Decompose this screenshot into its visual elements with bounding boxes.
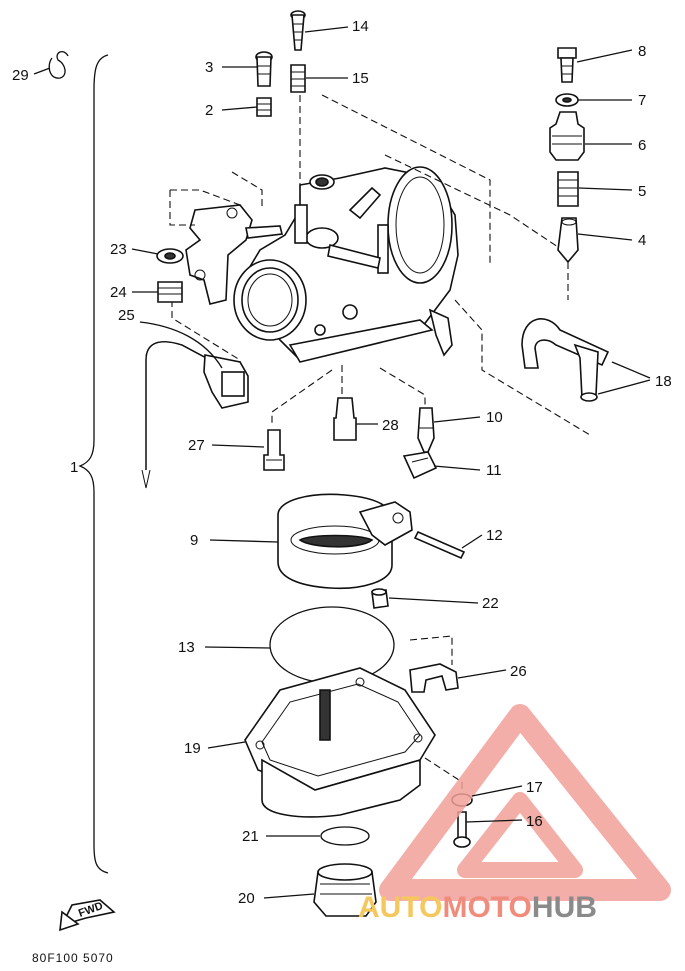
callout-14: 14	[352, 18, 369, 35]
part-18-hose	[521, 318, 610, 402]
callout-16: 16	[526, 813, 543, 830]
part-7-washer	[555, 93, 579, 107]
callout-7: 7	[638, 92, 646, 109]
callout-19: 19	[184, 740, 201, 757]
callout-17: 17	[526, 779, 543, 796]
part-22-plug	[371, 588, 389, 609]
callout-11: 11	[486, 462, 502, 479]
part-29-clip	[48, 51, 69, 79]
part-13-gasket	[269, 606, 395, 684]
part-23-cap	[156, 248, 184, 264]
part-14-screw	[290, 10, 306, 51]
part-9-float	[277, 493, 413, 590]
part-21-o-ring	[320, 826, 370, 846]
watermark-moto: MOTO	[442, 891, 531, 924]
callout-27: 27	[188, 437, 205, 454]
part-3-screw	[255, 51, 273, 87]
part-15-spring	[290, 64, 306, 93]
part-26-bracket	[409, 663, 459, 693]
carburetor-body	[233, 166, 459, 363]
watermark-hub: HUB	[532, 891, 597, 924]
callout-25: 25	[118, 307, 135, 324]
callout-26: 26	[510, 663, 527, 680]
part-24-spring	[157, 281, 183, 303]
part-16-screw	[453, 811, 471, 848]
part-6-valve-seat	[549, 111, 585, 161]
part-19-float-bowl	[244, 667, 436, 818]
callout-12: 12	[486, 527, 503, 544]
part-20-drain-plug	[313, 863, 377, 917]
part-4-needle	[557, 217, 579, 264]
callout-22: 22	[482, 595, 499, 612]
watermark-logo	[379, 704, 671, 901]
part-2-spring	[256, 97, 272, 117]
callout-8: 8	[638, 43, 646, 60]
callout-24: 24	[110, 284, 127, 301]
part-11-clip	[402, 451, 438, 480]
callout-4: 4	[638, 232, 646, 249]
part-27-jet	[263, 429, 285, 471]
callout-29: 29	[12, 67, 29, 84]
callouts: 14 15 3 2 8 7 6 5 4 18 29 23	[12, 18, 672, 907]
watermark-text: AUTOMOTOHUB	[358, 891, 597, 924]
fwd-arrow: FWD	[59, 899, 116, 932]
drawing-code: 80F100 5070	[32, 951, 114, 965]
callout-2: 2	[205, 102, 213, 119]
callout-3: 3	[205, 59, 213, 76]
part-25-heater-wire	[141, 341, 249, 489]
callout-5: 5	[638, 183, 646, 200]
choke-bracket	[185, 204, 283, 305]
part-10-needle-valve	[417, 407, 435, 453]
callout-18: 18	[655, 373, 672, 390]
watermark-auto: AUTO	[358, 891, 442, 924]
callout-13: 13	[178, 639, 195, 656]
part-5-spring	[557, 171, 579, 207]
callout-15: 15	[352, 70, 369, 87]
callout-28: 28	[382, 417, 399, 434]
assembly-bracket	[78, 54, 109, 874]
callout-6: 6	[638, 137, 646, 154]
callout-10: 10	[486, 409, 503, 426]
part-28-jet	[333, 397, 357, 441]
callout-20: 20	[238, 890, 255, 907]
part-12-pin	[413, 530, 466, 560]
part-8-screw	[557, 47, 577, 83]
callout-9: 9	[190, 532, 198, 549]
callout-23: 23	[110, 241, 127, 258]
callout-21: 21	[242, 828, 259, 845]
callout-1: 1	[70, 459, 78, 476]
